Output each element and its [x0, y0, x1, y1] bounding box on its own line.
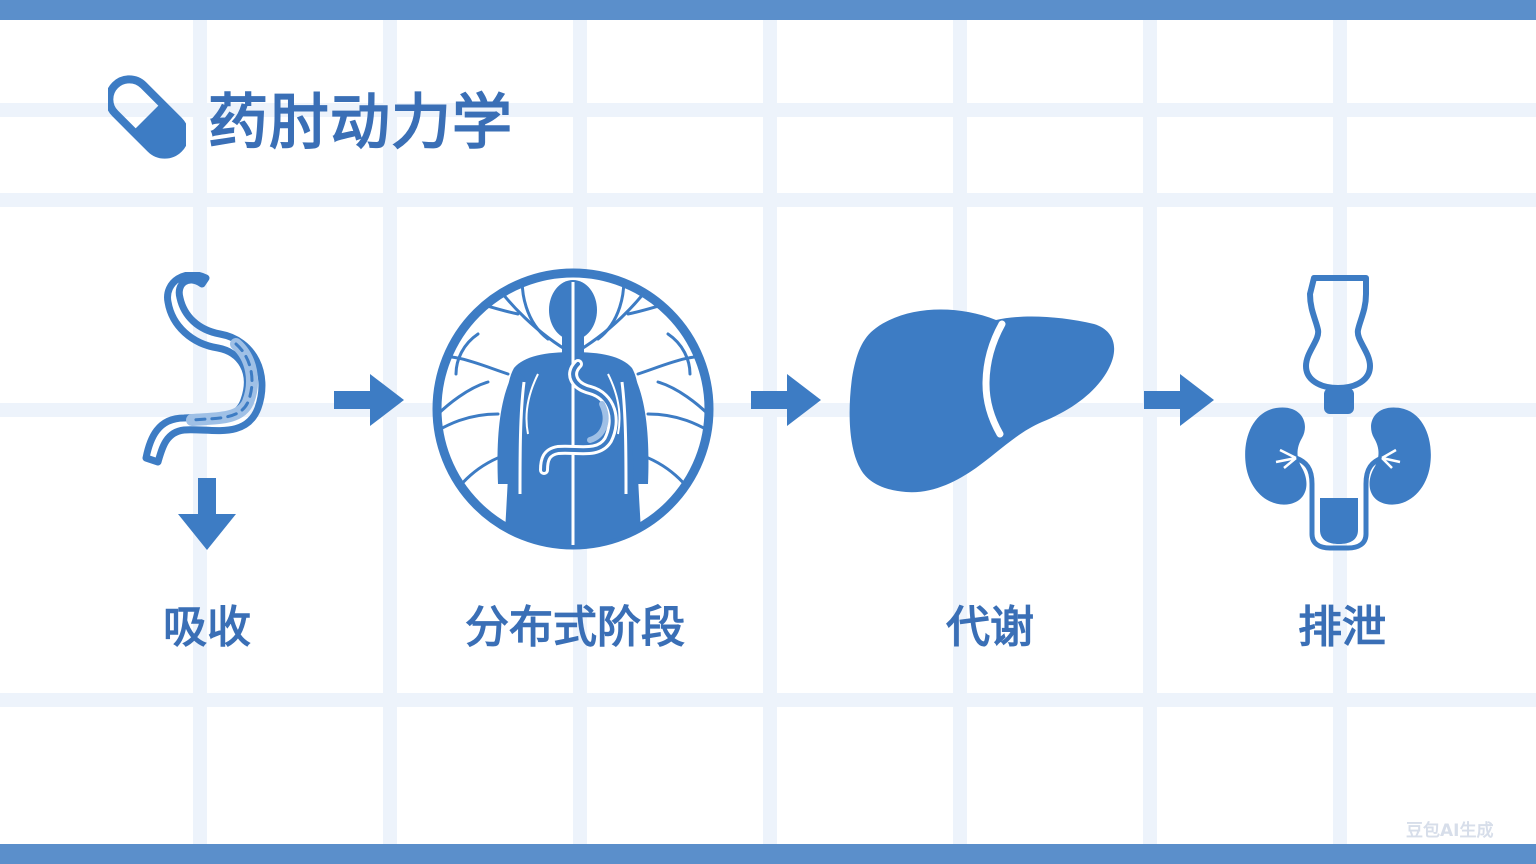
- capsule-icon: [108, 75, 186, 159]
- kidney-icon: [1245, 275, 1431, 551]
- right-arrow-icon: [334, 374, 404, 426]
- body-circulation-icon: [432, 268, 714, 550]
- top-band: [0, 0, 1536, 20]
- stomach-icon: [142, 272, 266, 466]
- step-label-absorption: 吸收: [163, 602, 251, 653]
- liver-icon: [849, 309, 1115, 493]
- right-arrow-icon: [751, 374, 821, 426]
- title-block: 药肘动力学: [108, 74, 513, 160]
- step-label-metabolism: 代谢: [946, 602, 1034, 653]
- watermark: 豆包AI生成: [1406, 821, 1494, 841]
- step-label-excretion: 排泄: [1298, 602, 1386, 653]
- step-label-distribution: 分布式阶段: [465, 602, 685, 653]
- page-title: 药肘动力学: [208, 87, 513, 158]
- down-arrow-icon: [178, 478, 236, 550]
- right-arrow-icon: [1144, 374, 1214, 426]
- bottom-band: [0, 844, 1536, 864]
